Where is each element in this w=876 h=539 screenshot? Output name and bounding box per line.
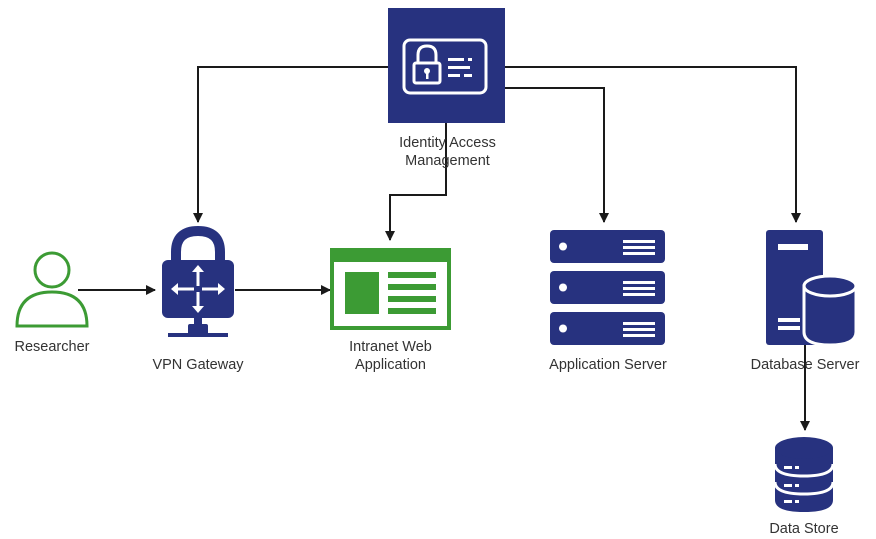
edge-iam-to-app-server [505, 87, 609, 223]
iam-label-line1: Identity Access [399, 135, 496, 151]
intranet-label-line2: Application [355, 357, 426, 373]
server-rack-icon [550, 230, 665, 345]
researcher-label: Researcher [0, 338, 104, 356]
id-card-lock-icon [388, 8, 505, 123]
data-store-label-text: Data Store [769, 521, 839, 537]
connectors [78, 66, 810, 431]
app-server-label-text: Application Server [549, 357, 667, 373]
db-server-label-text: Database Server [750, 357, 860, 373]
web-page-icon [330, 248, 451, 330]
intranet-label-line1: Intranet Web [349, 339, 432, 355]
iam-label: Identity Access Management [375, 134, 520, 170]
vpn-gateway-label-text: VPN Gateway [152, 357, 244, 373]
user-icon [15, 251, 89, 328]
database-server-icon [766, 230, 858, 347]
edge-iam-to-vpn [193, 66, 388, 223]
app-server-label: Application Server [528, 356, 688, 374]
vpn-gateway-label: VPN Gateway [138, 356, 258, 374]
database-icon [773, 437, 835, 512]
intranet-label: Intranet Web Application [325, 338, 456, 374]
data-store-label: Data Store [748, 520, 860, 538]
iam-label-line2: Management [405, 153, 490, 169]
edge-iam-to-db-server [505, 66, 801, 223]
edge-iam-to-intranet [385, 123, 447, 241]
researcher-label-text: Researcher [14, 339, 90, 355]
padlock-router-icon [162, 225, 234, 337]
db-server-label: Database Server [734, 356, 876, 374]
